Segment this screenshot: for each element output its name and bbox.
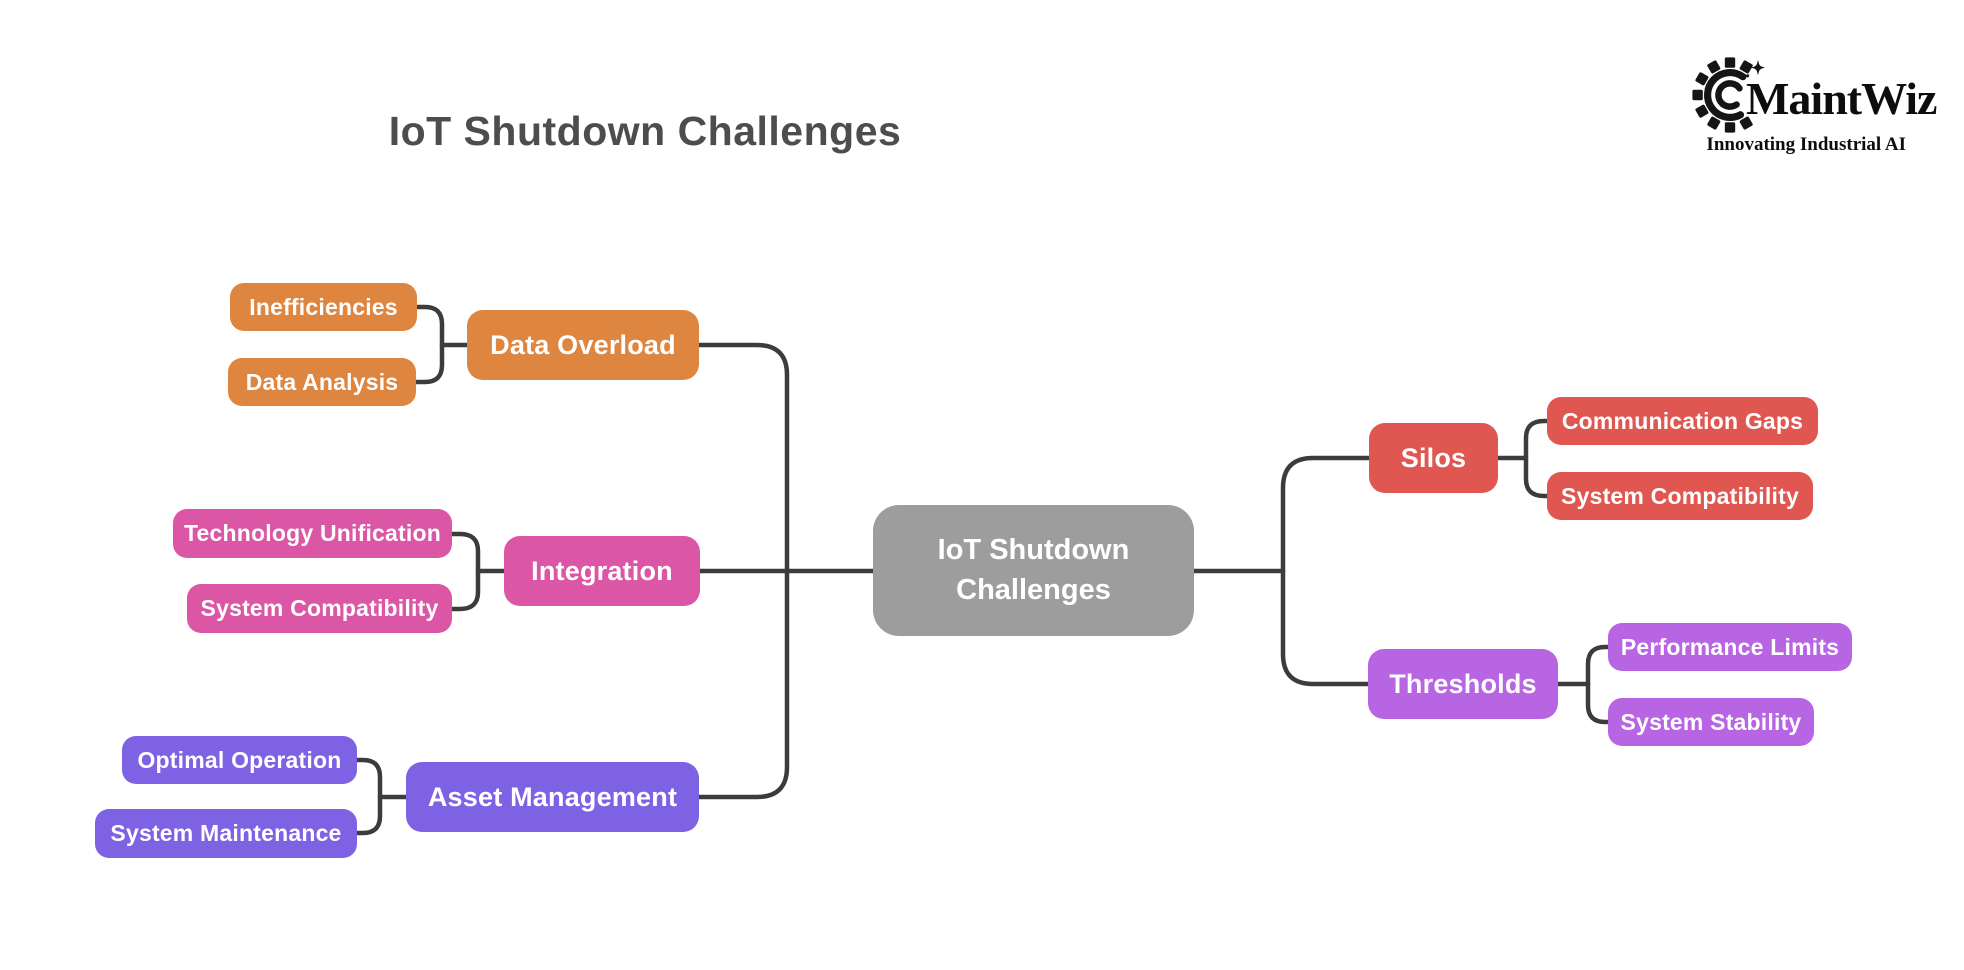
- node-label: Thresholds: [1389, 668, 1537, 699]
- node-data-overload[interactable]: Data Overload: [467, 310, 699, 380]
- node-center-iot-shutdown-challenges[interactable]: IoT Shutdown Challenges: [873, 505, 1194, 636]
- node-asset-management[interactable]: Asset Management: [406, 762, 699, 832]
- gear-icon: [1692, 57, 1766, 133]
- brand-name: MaintWiz: [1746, 72, 1937, 124]
- connector-data-overload-children-bracket: [414, 304, 445, 385]
- sparkle-dot: [1746, 74, 1750, 78]
- sparkle-icon: [1750, 59, 1766, 76]
- node-communication-gaps[interactable]: Communication Gaps: [1547, 397, 1818, 445]
- node-performance-limits[interactable]: Performance Limits: [1608, 623, 1852, 671]
- node-optimal-operation[interactable]: Optimal Operation: [122, 736, 357, 784]
- node-system-stability[interactable]: System Stability: [1608, 698, 1814, 746]
- connector-integration-children-bracket: [449, 531, 481, 612]
- gear-teeth: [1692, 57, 1753, 133]
- node-thresholds[interactable]: Thresholds: [1368, 649, 1558, 719]
- node-integration[interactable]: Integration: [504, 536, 700, 606]
- node-label: System Compatibility: [200, 595, 439, 621]
- brand-logo: MaintWiz Innovating Industrial AI: [1690, 57, 1937, 156]
- node-data-analysis[interactable]: Data Analysis: [228, 358, 416, 406]
- node-label: Performance Limits: [1620, 633, 1840, 660]
- brand-logo-row: MaintWiz: [1690, 57, 1937, 138]
- node-inefficiencies[interactable]: Inefficiencies: [230, 283, 417, 331]
- node-label: Data Overload: [490, 329, 676, 360]
- connector-silos-children-bracket: [1523, 418, 1551, 499]
- node-silos[interactable]: Silos: [1369, 423, 1498, 493]
- node-label: System Compatibility: [1561, 482, 1799, 509]
- gear-inner-swirl: [1715, 80, 1743, 110]
- node-label: Data Analysis: [245, 368, 399, 395]
- node-label: Inefficiencies: [249, 293, 398, 320]
- node-label: Communication Gaps: [1561, 407, 1804, 434]
- connector-asset-children-bracket: [354, 757, 383, 836]
- node-label: Technology Unification: [184, 520, 441, 546]
- node-label: System Stability: [1620, 708, 1802, 735]
- node-label: Silos: [1400, 442, 1467, 473]
- node-label: Asset Management: [427, 781, 678, 812]
- brand-tagline: Innovating Industrial AI: [1706, 134, 1906, 155]
- node-label: System Maintenance: [110, 820, 342, 846]
- node-system-maintenance[interactable]: System Maintenance: [95, 809, 357, 858]
- node-technology-unification[interactable]: Technology Unification: [173, 509, 452, 558]
- connector-right-trunk: [1280, 455, 1372, 687]
- node-label: IoT Shutdown Challenges: [937, 534, 1130, 606]
- node-label: Optimal Operation: [137, 746, 342, 773]
- node-system-compatibility-right[interactable]: System Compatibility: [1547, 472, 1813, 520]
- node-label: Integration: [531, 555, 673, 586]
- node-system-compatibility-left[interactable]: System Compatibility: [187, 584, 452, 633]
- gear-ring: [1703, 69, 1747, 121]
- connector-thresholds-children-bracket: [1585, 644, 1611, 725]
- page-title: IoT Shutdown Challenges: [388, 108, 902, 154]
